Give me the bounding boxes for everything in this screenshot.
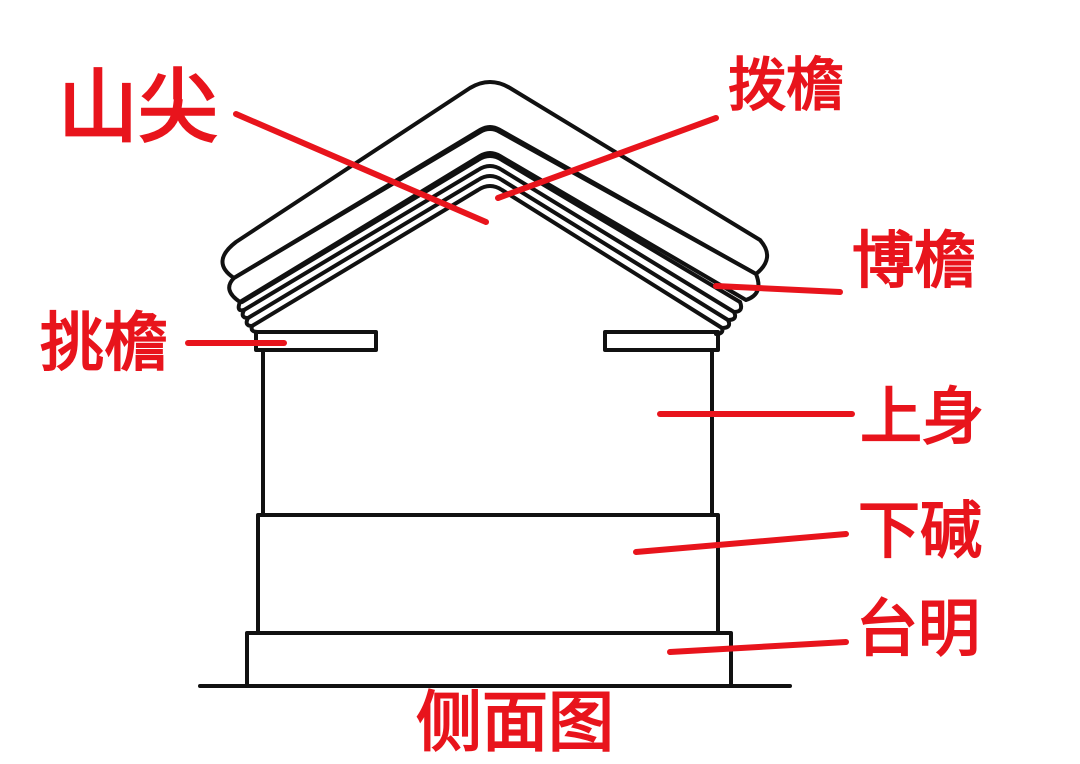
label-boyan: 博檐	[852, 224, 977, 297]
leader-taiming	[667, 639, 849, 655]
caption-side-view: 侧面图	[416, 684, 614, 761]
lower-wall-xiajian	[256, 513, 720, 635]
leader-boyan	[713, 283, 843, 295]
label-tiaoyan: 挑檐	[40, 307, 168, 381]
leader-xiajian	[633, 531, 849, 555]
bayan-band-1	[240, 154, 742, 304]
boyan-second-layer	[227, 127, 761, 304]
eave-stone-right	[603, 330, 720, 352]
bayan-band-2	[242, 164, 736, 314]
label-taiming: 台明	[856, 592, 981, 665]
bayan-left-caps	[236, 300, 260, 334]
label-xiajian: 下碱	[858, 494, 983, 567]
leader-bayan	[495, 115, 719, 201]
label-bayan: 拨檐	[728, 51, 845, 119]
leader-shanjian	[233, 111, 489, 225]
bayan-band-4	[250, 184, 724, 330]
label-shangshen: 上身	[860, 380, 985, 453]
bayan-band-3	[246, 174, 730, 322]
bayan-right-caps	[714, 300, 744, 336]
platform-taiming	[245, 631, 733, 688]
label-shanjian: 山尖	[58, 61, 218, 154]
